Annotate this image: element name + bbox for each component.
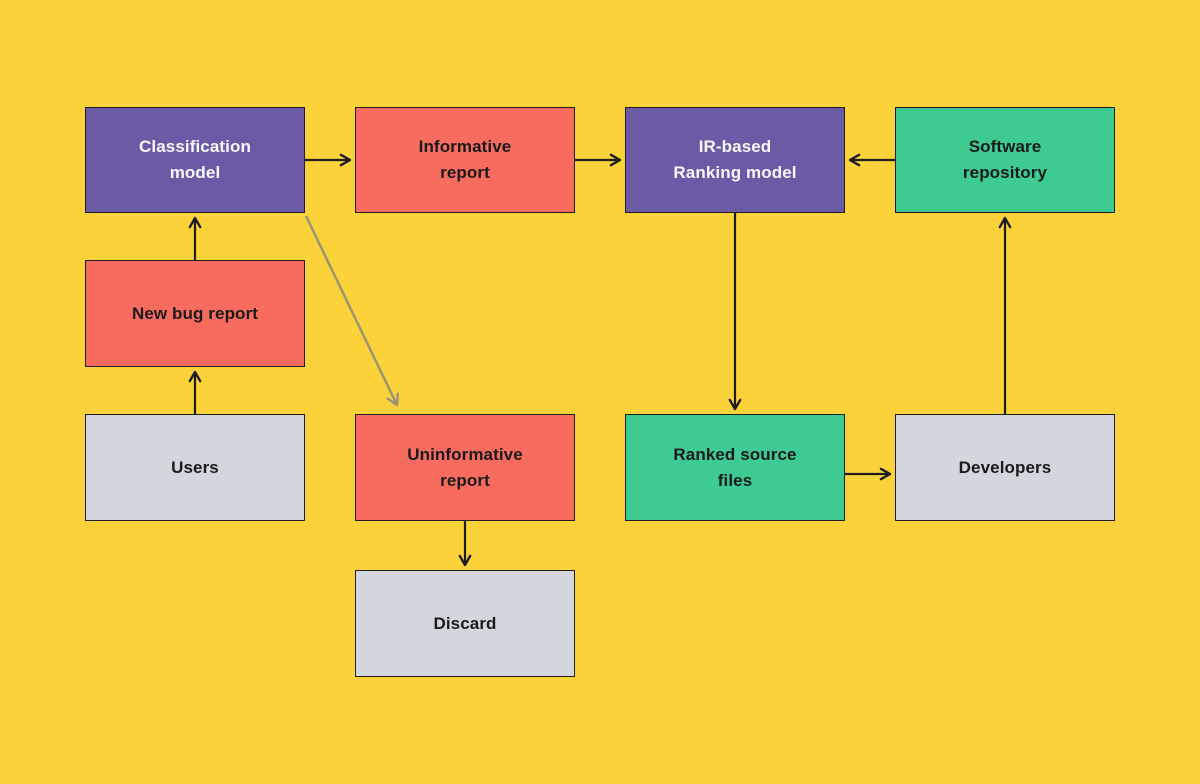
edge-classification-model-to-uninformative-report <box>304 215 400 407</box>
node-discard: Discard <box>355 570 575 677</box>
node-label: Discard <box>433 613 497 633</box>
node-new-bug-report: New bug report <box>85 260 305 367</box>
node-label: Users <box>171 457 219 477</box>
node-developers: Developers <box>895 414 1115 521</box>
node-label: Developers <box>958 457 1052 477</box>
node-users: Users <box>85 414 305 521</box>
node-label: New bug report <box>131 303 259 323</box>
